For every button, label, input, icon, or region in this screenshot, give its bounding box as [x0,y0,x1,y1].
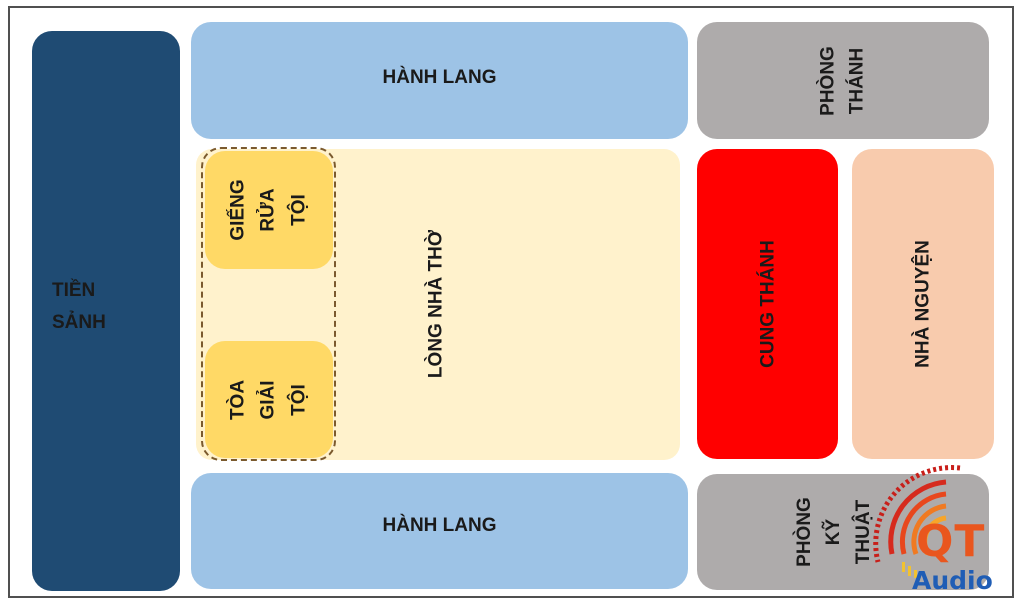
logo-brand-text: QT [916,516,986,567]
long-nha-tho-label: LÒNG NHÀ THỜ [425,229,447,379]
phong-thanh-line2: THÁNH [847,47,868,114]
room-gieng-rua-toi: GIẾNG RỬA TỘI [205,151,333,269]
room-hanh-lang-bottom: HÀNH LANG [191,473,688,589]
phong-kt-line1: PHÒNG [793,497,815,567]
room-tien-sanh: TIỀN SẢNH [32,31,180,591]
floor-plan-frame [8,6,1014,598]
baptism-confession-group-border [201,147,336,461]
room-phong-thanh: PHÒNG THÁNH [697,22,989,139]
phong-ky-thuat-label: PHÒNG KỸ THUẬT [790,497,878,567]
logo-sub-text: Audio [912,566,993,595]
tien-sanh-line2: SẢNH [52,312,106,334]
nha-nguyen-label: NHÀ NGUYỆN [912,240,934,368]
phong-thanh-label: PHÒNG THÁNH [814,46,873,116]
qt-audio-logo: QT Audio [868,462,1018,602]
phong-kt-line2: KỸ [823,518,845,546]
tien-sanh-line1: TIỀN [52,280,96,301]
sound-wave-icon [873,465,961,578]
phong-thanh-line1: PHÒNG [817,45,839,116]
hanh-lang-top-label: HÀNH LANG [382,67,497,88]
room-toa-giai-toi: TÒA GIẢI TỘI [205,341,333,458]
cung-thanh-label: CUNG THÁNH [756,240,778,368]
room-hanh-lang-top: HÀNH LANG [191,22,688,139]
room-cung-thanh: CUNG THÁNH [697,149,838,459]
hanh-lang-bottom-label: HÀNH LANG [382,515,497,536]
room-nha-nguyen: NHÀ NGUYỆN [852,149,994,459]
room-tien-sanh-label: TIỀN SẢNH [52,275,106,340]
